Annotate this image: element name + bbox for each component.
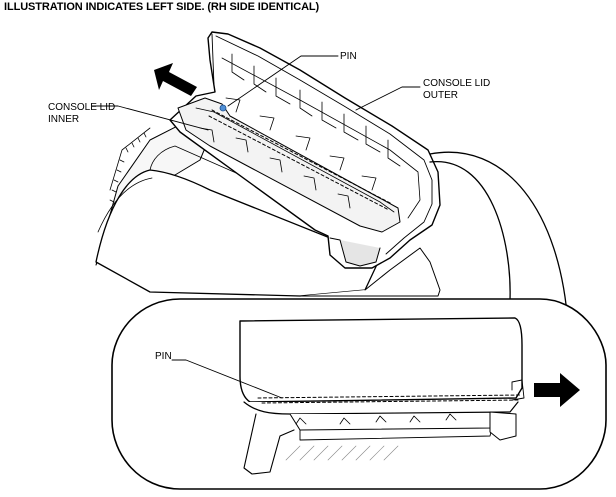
- pin-head: [219, 104, 227, 112]
- detail-pin-dashed: [257, 394, 521, 399]
- label-pin: PIN: [340, 51, 357, 62]
- detail-leader-line: [171, 359, 283, 399]
- console-body: [95, 111, 441, 297]
- label-pin-detail: PIN: [155, 351, 172, 362]
- label-inner-line1: CONSOLE LID: [48, 102, 116, 113]
- label-console-lid-inner: CONSOLE LID INNER: [48, 102, 115, 126]
- leader-lines: [91, 55, 421, 131]
- label-inner-line2: INNER: [48, 114, 80, 125]
- label-outer-line1: CONSOLE LID: [423, 78, 491, 89]
- hinge-pin-dashed: [211, 109, 393, 205]
- illustration-note: ILLUSTRATION INDICATES LEFT SIDE. (RH SI…: [4, 1, 320, 13]
- detail-lid: [239, 317, 525, 475]
- console-lid: [169, 31, 441, 269]
- arrow-right-icon: [534, 373, 580, 407]
- label-outer-line2: OUTER: [423, 90, 458, 101]
- label-console-lid-outer: CONSOLE LID OUTER: [423, 78, 490, 102]
- arrow-up-left-icon: [154, 63, 197, 96]
- callout-arc: [429, 151, 569, 326]
